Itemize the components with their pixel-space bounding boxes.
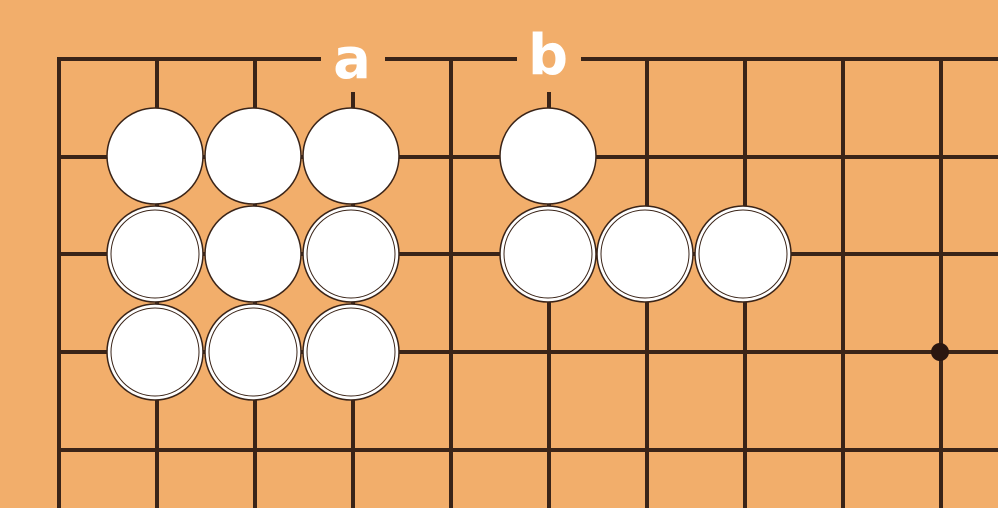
white-stone[interactable]	[596, 205, 694, 303]
label-b-background	[517, 30, 581, 92]
white-stone[interactable]	[694, 205, 792, 303]
white-stone[interactable]	[106, 107, 204, 205]
stone-group-left	[106, 107, 400, 401]
white-stone[interactable]	[499, 107, 597, 205]
white-stone[interactable]	[106, 205, 204, 303]
stone-edge-ring	[110, 307, 200, 397]
white-stone[interactable]	[302, 205, 400, 303]
white-stone[interactable]	[106, 303, 204, 401]
stone-group-right	[499, 107, 792, 303]
label-b: b	[528, 23, 568, 88]
stone-edge-ring	[306, 209, 396, 299]
stone-edge-ring	[600, 209, 690, 299]
white-stone[interactable]	[204, 205, 302, 303]
white-stone[interactable]	[204, 107, 302, 205]
stone-edge-ring	[503, 209, 593, 299]
white-stone[interactable]	[499, 205, 597, 303]
stone-edge-ring	[306, 307, 396, 397]
label-a: a	[333, 27, 371, 92]
white-stone[interactable]	[302, 107, 400, 205]
white-stone[interactable]	[204, 303, 302, 401]
stone-edge-ring	[110, 209, 200, 299]
white-stone[interactable]	[302, 303, 400, 401]
label-a-background	[321, 30, 385, 92]
stone-edge-ring	[208, 307, 298, 397]
star-point	[931, 343, 949, 361]
stone-edge-ring	[698, 209, 788, 299]
